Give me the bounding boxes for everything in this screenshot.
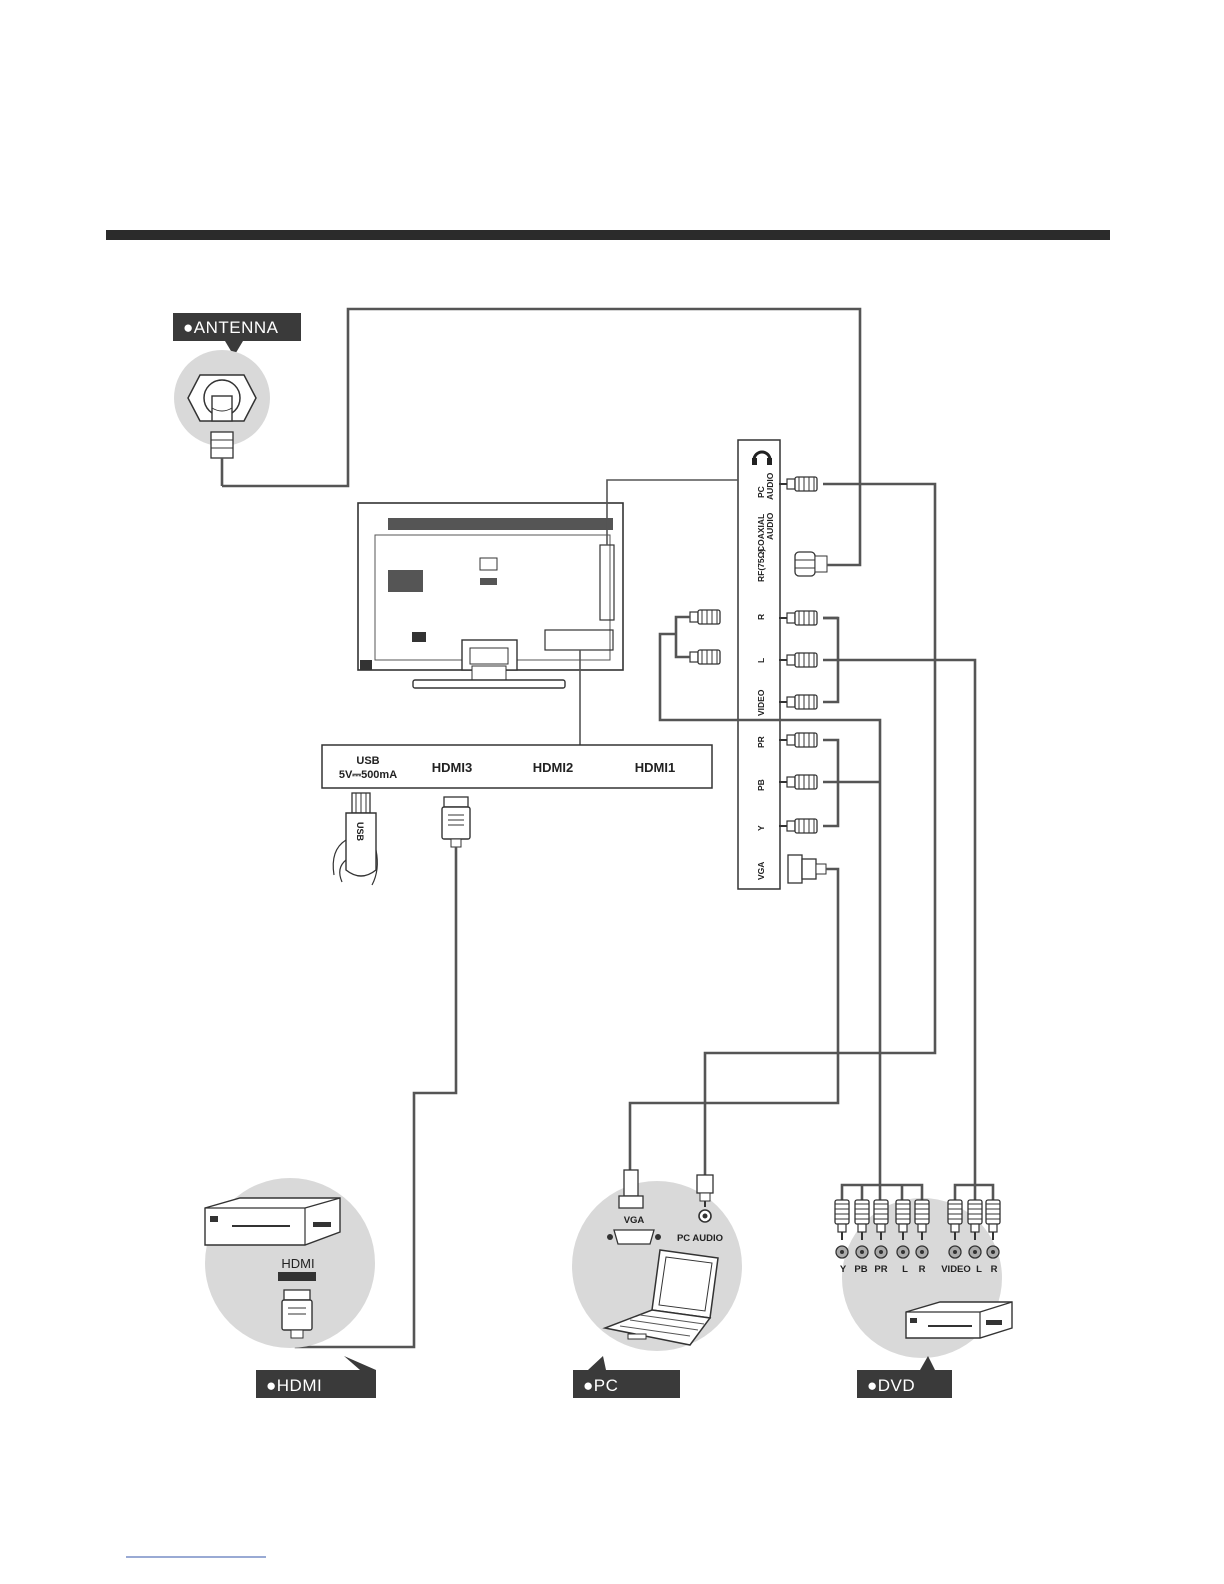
side-input-panel: PC AUDIO COAXIAL AUDIO RF(75Ω) R L VIDEO… <box>738 440 780 889</box>
bottom-label-hdmi3: HDMI3 <box>432 760 472 775</box>
leader-side-panel <box>607 480 738 545</box>
dvd-jack-6 <box>969 1246 981 1258</box>
media-player-icon <box>205 1198 340 1245</box>
pc-tag-pointer <box>588 1356 606 1370</box>
dvd-port-label-0: Y <box>840 1264 847 1275</box>
bottom-label-usb-power: 5V⎓500mA <box>339 769 397 781</box>
dvd-plug-0 <box>835 1200 849 1240</box>
side-label-pr: PR <box>756 736 766 748</box>
side-label-r: R <box>756 614 766 620</box>
side-label-vga: VGA <box>756 862 766 880</box>
hdmi-device-port-label: HDMI <box>281 1256 314 1271</box>
antenna-label: ●ANTENNA <box>183 318 279 337</box>
rca-plugs-right <box>779 477 817 833</box>
pc-vga-label: VGA <box>624 1215 645 1226</box>
dvd-port-label-1: PB <box>854 1264 867 1275</box>
pr-plug-icon <box>779 733 817 747</box>
usb-plug-icon: USB <box>333 793 377 885</box>
side-label-video: VIDEO <box>756 689 766 716</box>
dvd-jack-5 <box>949 1246 961 1258</box>
dvd-port-jacks <box>836 1246 999 1258</box>
dvd-port-label-5: VIDEO <box>941 1264 971 1275</box>
rf-coax-plug-icon <box>795 552 827 576</box>
dvd-jack-0 <box>836 1246 848 1258</box>
dvd-jack-3 <box>897 1246 909 1258</box>
tv-back-illustration <box>358 503 623 688</box>
header-bar <box>106 230 1110 240</box>
video-plug-icon <box>779 695 817 709</box>
dvd-jack-1 <box>856 1246 868 1258</box>
side-label-pc-audio-2: AUDIO <box>765 472 775 500</box>
pb-plug-icon <box>779 775 817 789</box>
dvd-tag-pointer <box>920 1356 935 1370</box>
dvd-jack-4 <box>916 1246 928 1258</box>
l-plug-icon <box>779 653 817 667</box>
dvd-tag-label: ●DVD <box>867 1376 915 1395</box>
bottom-input-panel: USB 5V⎓500mA HDMI3 HDMI2 HDMI1 <box>322 745 712 788</box>
pc-tag-label: ●PC <box>583 1376 618 1395</box>
dvd-port-label-4: R <box>919 1264 926 1275</box>
bottom-label-hdmi2: HDMI2 <box>533 760 573 775</box>
y-plug-icon <box>779 819 817 833</box>
dvd-jack-7 <box>987 1246 999 1258</box>
side-label-l: L <box>756 658 766 663</box>
dvd-port-label-7: R <box>991 1264 998 1275</box>
hdmi-device-group: HDMI ●HDMI <box>205 1178 376 1398</box>
bottom-label-hdmi1: HDMI1 <box>635 760 675 775</box>
usb-plug-text: USB <box>355 822 365 842</box>
r-plug-icon <box>779 611 817 625</box>
dvd-jack-2 <box>875 1246 887 1258</box>
pc-audio-label: PC AUDIO <box>677 1233 723 1244</box>
side-label-rf: RF(75Ω) <box>756 549 766 582</box>
side-label-coaxial-2: AUDIO <box>765 512 775 540</box>
hdmi-plug-icon <box>442 797 470 847</box>
dvd-port-label-2: PR <box>874 1264 887 1275</box>
antenna-group: ●ANTENNA <box>173 313 301 486</box>
hdmi-tag-pointer <box>344 1356 376 1370</box>
side-vga-plug-icon <box>788 855 826 883</box>
side-label-y: Y <box>756 825 766 831</box>
pc-device-group: VGA PC AUDIO ●PC <box>572 1170 742 1398</box>
pc-audio-plug-icon <box>779 477 817 491</box>
dvd-port-label-3: L <box>902 1264 908 1275</box>
dvd-port-label-6: L <box>976 1264 982 1275</box>
side-label-pb: PB <box>756 779 766 791</box>
hdmi-device-port <box>278 1272 316 1281</box>
dvd-player-icon <box>906 1302 1012 1338</box>
hdmi-tag-label: ●HDMI <box>266 1376 322 1395</box>
bottom-label-usb: USB <box>356 755 379 767</box>
